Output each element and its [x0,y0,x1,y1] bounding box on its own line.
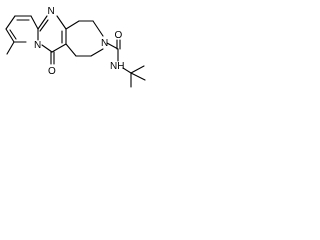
bond [92,20,104,37]
chemical-structure: N N O N O NH [5,6,146,88]
bond [5,15,16,30]
bond [37,15,48,30]
tert-butyl-bond [130,72,146,81]
atom-n-bridge: N [34,40,41,51]
bond [106,42,119,50]
piperidine-ring [65,20,104,57]
bond [65,20,80,30]
bond [122,67,132,74]
double-bond-inner [39,19,49,32]
pyrimidine-ring [37,15,67,65]
atom-nh: NH [110,61,124,72]
bond [30,15,39,30]
atom-n-ring: N [101,38,108,49]
carboxamide-group [106,39,146,88]
bond [65,43,77,57]
atom-o-carbonyl: O [48,66,56,77]
structure-canvas: N N O N O NH [0,0,155,95]
tert-butyl-bond [130,65,145,74]
bond [5,28,15,43]
atom-o-amide: O [115,30,123,41]
bond [51,43,67,53]
double-bond-inner [9,29,17,40]
bond [56,15,67,30]
methyl-bond [6,41,15,55]
pyridine-ring [5,15,39,55]
atom-n-top: N [48,6,55,17]
bond [41,44,53,53]
bond [90,48,104,57]
